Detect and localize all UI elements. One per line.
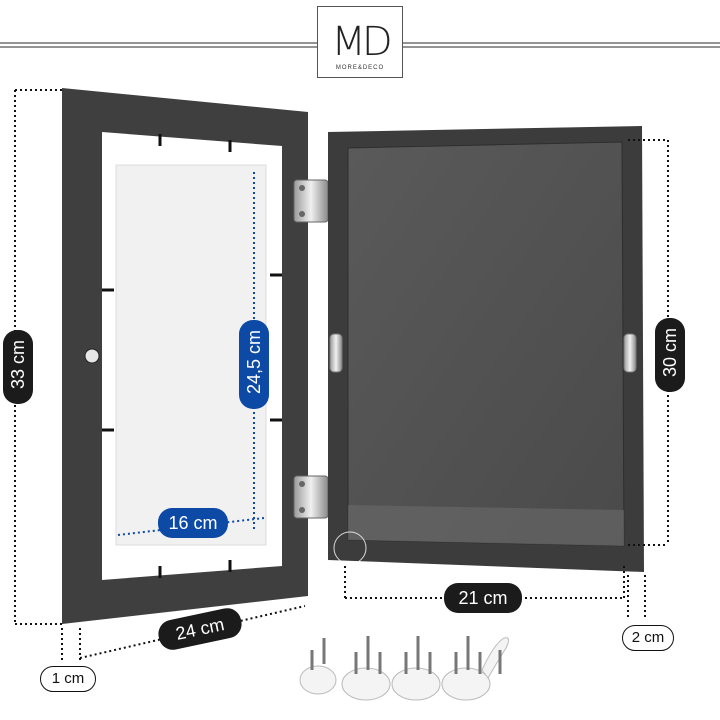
label-frame-height: 33 cm bbox=[3, 330, 33, 405]
frame-back-open bbox=[62, 88, 308, 624]
latch-left bbox=[329, 333, 343, 373]
frame-front bbox=[328, 126, 644, 572]
label-glass-width: 21 cm bbox=[444, 583, 522, 613]
wall-hook-icon bbox=[299, 636, 510, 701]
hanger-hole bbox=[84, 348, 100, 364]
label-glass-height: 30 cm bbox=[655, 318, 685, 393]
hinge-bottom bbox=[293, 475, 329, 519]
glass-pane bbox=[347, 141, 625, 547]
logo-monogram: MD bbox=[331, 19, 394, 65]
label-depth: 2 cm bbox=[622, 625, 674, 651]
retaining-clips bbox=[102, 134, 282, 578]
label-border-width: 1 cm bbox=[40, 666, 96, 692]
brand-name: MORE&DECO bbox=[335, 65, 385, 71]
latch-right bbox=[623, 333, 637, 373]
glass-reflection bbox=[348, 505, 624, 546]
label-inner-width: 16 cm bbox=[158, 508, 228, 538]
hinge-top bbox=[293, 179, 329, 223]
label-inner-height: 24,5 cm bbox=[239, 320, 269, 410]
svg-text:MD: MD bbox=[331, 19, 390, 65]
brand-logo: MD MORE&DECO bbox=[317, 6, 403, 78]
corner-detail bbox=[333, 531, 367, 565]
